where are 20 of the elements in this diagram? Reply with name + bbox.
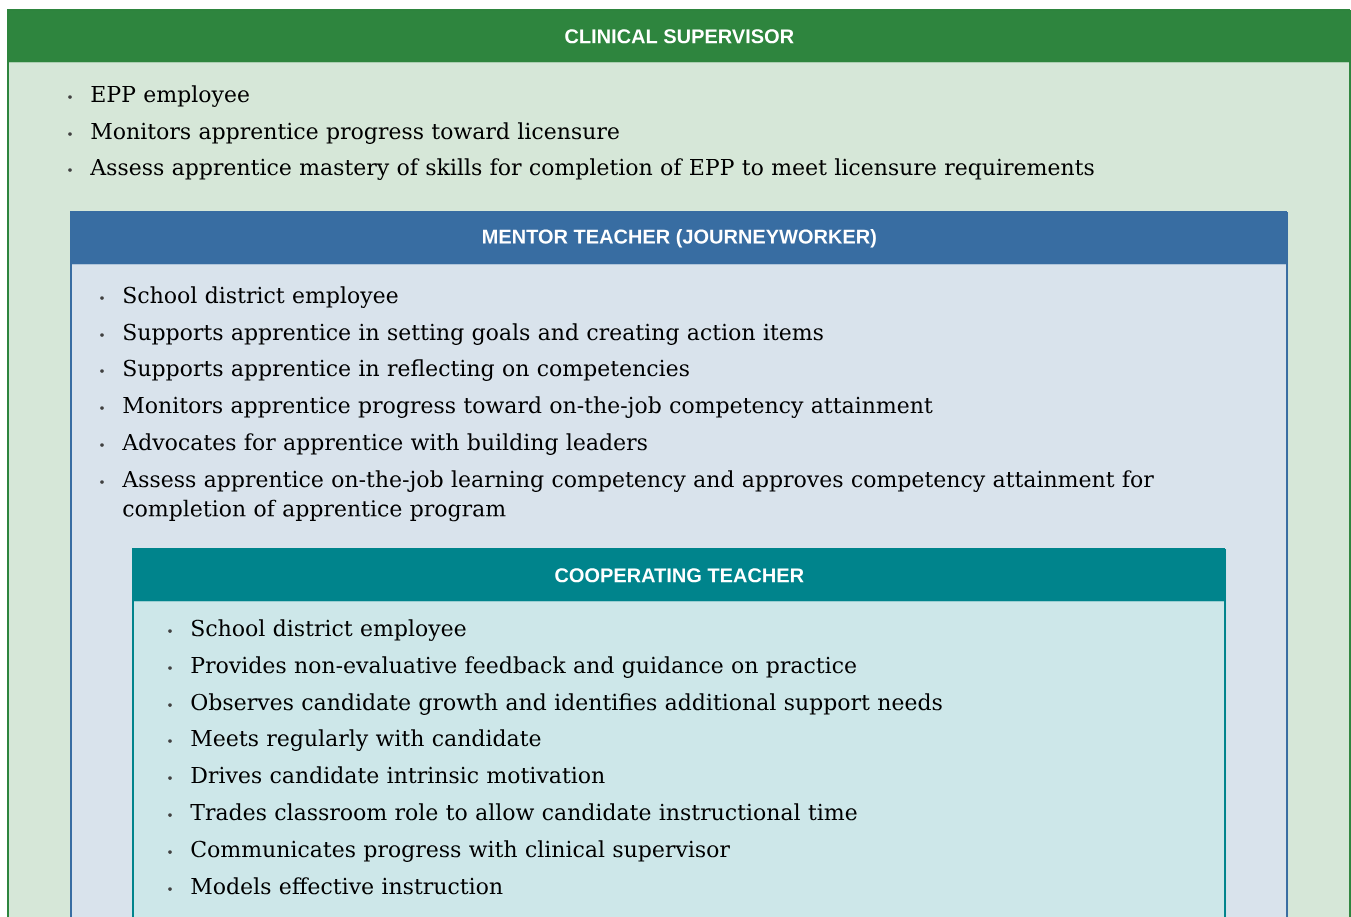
bullet-item: Monitors apprentice progress toward on-the-job competency attainment xyxy=(100,396,933,418)
bullet-item: Meets regularly with candidate xyxy=(168,729,541,751)
bullet-item: EPP employee xyxy=(68,85,249,107)
bullet-item: Provides non-evaluative feedback and guidance on practice xyxy=(168,656,856,678)
bullet-item: School district employee xyxy=(100,286,398,308)
bullet-item: School district employee xyxy=(168,619,466,641)
header-band: CLINICAL SUPERVISOR xyxy=(8,10,1351,63)
bullet-item: Monitors apprentice progress toward licensure xyxy=(68,122,619,144)
bullet-item: Models effective instruction xyxy=(168,877,503,895)
bullet-item: Drives candidate intrinsic motivation xyxy=(168,766,605,784)
bullet-item: Assess apprentice on-the-job learning competency and approves competency attainment for completion of apprentice program xyxy=(100,470,1154,522)
header-band: MENTOR TEACHER (JOURNEYWORKER) xyxy=(71,212,1288,265)
bullet-item: Supports apprentice in reflecting on competencies xyxy=(100,359,689,381)
bullet-item: Assess apprentice mastery of skills for completion of EPP to meet licensure requirements xyxy=(68,158,1094,180)
header-band: COOPERATING TEACHER xyxy=(133,549,1226,602)
bullet-item: Communicates progress with clinical supervisor xyxy=(168,840,730,862)
bullet-item: Advocates for apprentice with building leaders xyxy=(100,433,647,455)
bullet-item: Trades classroom role to allow candidate instructional time xyxy=(168,803,857,821)
bullet-item: Supports apprentice in setting goals and creating action items xyxy=(100,323,823,345)
bullet-item: Observes candidate growth and identifies additional support needs xyxy=(168,693,942,715)
